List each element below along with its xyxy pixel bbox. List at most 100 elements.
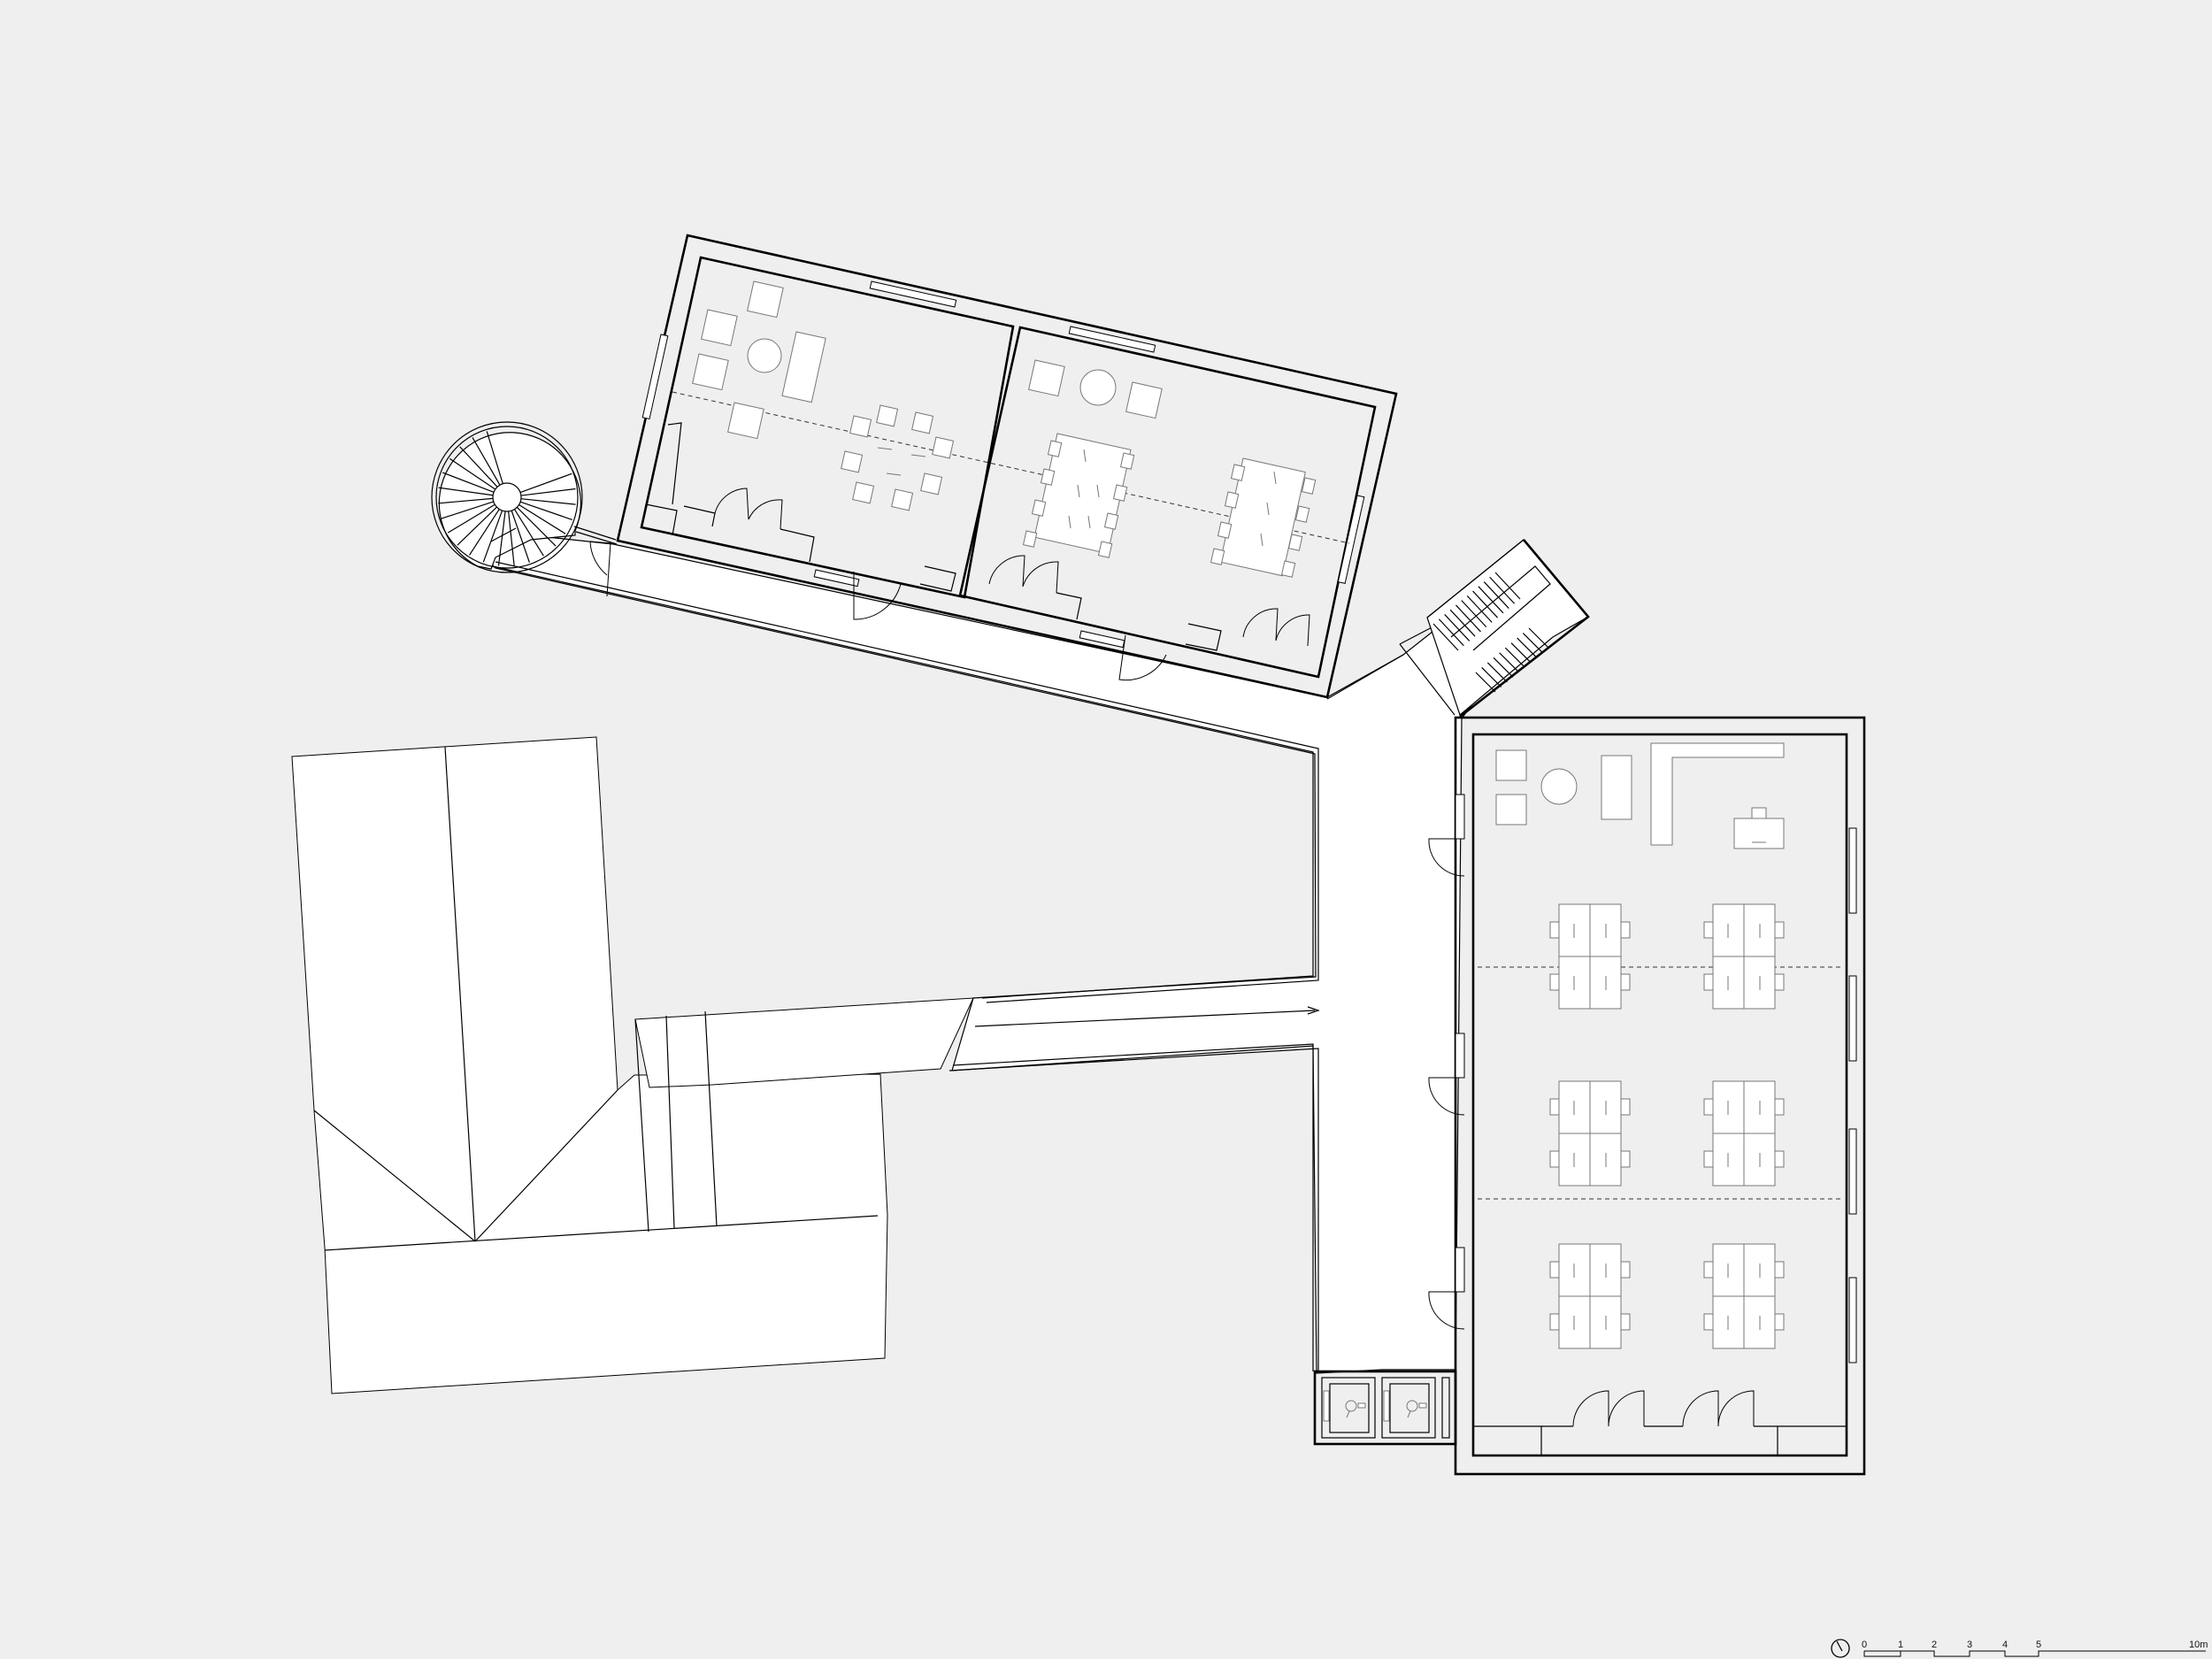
stair-tread — [457, 506, 497, 546]
chair — [1703, 973, 1714, 991]
stair-tread — [472, 437, 501, 486]
desk-lamp — [1266, 502, 1270, 516]
stair-tread — [1444, 614, 1471, 641]
stair-tread — [459, 446, 498, 488]
stair-tread — [1449, 609, 1476, 637]
stair-tread — [1483, 581, 1509, 609]
table-lamp — [910, 454, 926, 457]
stair-tread — [1455, 604, 1481, 633]
chair — [1703, 1150, 1714, 1168]
conference-table — [1219, 457, 1306, 577]
scale-label-2: 2 — [1932, 1640, 1937, 1650]
chair — [1549, 1098, 1560, 1116]
chair — [1703, 921, 1714, 939]
stair-tread — [511, 510, 530, 563]
chair — [1774, 1313, 1785, 1331]
stair-tread — [469, 509, 500, 556]
chair — [1774, 1261, 1785, 1279]
stair-tread — [1493, 657, 1514, 678]
chair — [1224, 491, 1240, 509]
stair-tread — [1481, 667, 1502, 687]
chair — [920, 472, 943, 495]
stair-tread — [508, 511, 515, 566]
stair-tread — [482, 510, 503, 563]
desk-lamp — [1077, 484, 1080, 498]
chair — [1230, 464, 1246, 481]
chair — [1022, 530, 1038, 548]
chair — [1620, 1150, 1631, 1168]
corridor — [481, 510, 1558, 1374]
chair — [1774, 1150, 1785, 1168]
north-arrow-icon — [1831, 1639, 1850, 1658]
east-building — [1428, 716, 1866, 1476]
chair — [932, 436, 955, 459]
stair-tread — [1432, 623, 1459, 651]
chair — [1210, 548, 1225, 565]
stair-tread — [516, 506, 557, 547]
chair — [1047, 440, 1063, 457]
chair — [852, 481, 875, 504]
chair — [1301, 477, 1317, 495]
spiral-staircase — [431, 421, 618, 573]
stair-tread — [1486, 662, 1508, 683]
stair-tread — [1528, 627, 1549, 649]
stair-tread — [441, 501, 494, 519]
scale-label-10m: 10m — [2189, 1640, 2208, 1650]
desk-lamp — [1260, 533, 1263, 547]
desk-lamp — [1087, 515, 1091, 529]
chair — [1620, 1313, 1631, 1331]
chair — [1703, 1313, 1714, 1331]
scale-label-1: 1 — [1898, 1640, 1903, 1650]
stair-tread — [520, 488, 576, 496]
stair-tread — [497, 511, 506, 566]
desk-lamp — [1083, 449, 1087, 463]
toilet-icon — [1345, 1400, 1366, 1418]
scale-label-5: 5 — [2036, 1640, 2041, 1650]
stair-tread — [1522, 633, 1543, 653]
chair — [1703, 1261, 1714, 1279]
stairwell-northeast — [1426, 539, 1590, 718]
scale-label-3: 3 — [1967, 1640, 1972, 1650]
chair — [1620, 1098, 1631, 1116]
chair — [1031, 499, 1047, 517]
stair-tread — [447, 503, 495, 534]
stair-handrail — [1450, 565, 1551, 651]
chair — [1294, 505, 1310, 523]
chair — [891, 488, 914, 511]
chair — [911, 411, 934, 434]
stair-tread — [1499, 652, 1520, 673]
toilets — [1313, 1370, 1457, 1446]
chair — [1549, 1313, 1560, 1331]
stair-tread — [486, 431, 503, 484]
toilet-icon — [1406, 1400, 1427, 1418]
stair-tread — [442, 472, 495, 493]
chair — [849, 415, 872, 438]
stair-tread — [519, 501, 572, 520]
north-building — [589, 234, 1398, 699]
scale-label-4: 4 — [2002, 1640, 2008, 1650]
chair — [1112, 484, 1128, 502]
desk-lamp — [1068, 515, 1071, 529]
chair — [1620, 973, 1631, 991]
table-lamp — [886, 472, 902, 476]
chair — [1549, 1150, 1560, 1168]
stair-tread — [519, 472, 572, 494]
stair-tread — [1475, 672, 1496, 693]
chair — [1620, 1261, 1631, 1279]
chair — [1119, 452, 1135, 470]
stair-tread — [438, 497, 494, 504]
chair — [1280, 560, 1296, 578]
stair-direction — [490, 527, 517, 542]
chair — [1549, 973, 1560, 991]
chair — [1287, 534, 1303, 551]
neighbouring-building-roof — [291, 736, 974, 1394]
chair — [841, 450, 864, 473]
stair-tread — [1472, 590, 1498, 618]
chair — [1040, 468, 1056, 486]
stair-tread — [1504, 647, 1525, 668]
stair-tread — [449, 457, 496, 490]
stair-tread — [1478, 586, 1504, 614]
stair-tread — [513, 509, 544, 557]
stair-tread — [1489, 576, 1516, 604]
chair — [1097, 541, 1113, 558]
